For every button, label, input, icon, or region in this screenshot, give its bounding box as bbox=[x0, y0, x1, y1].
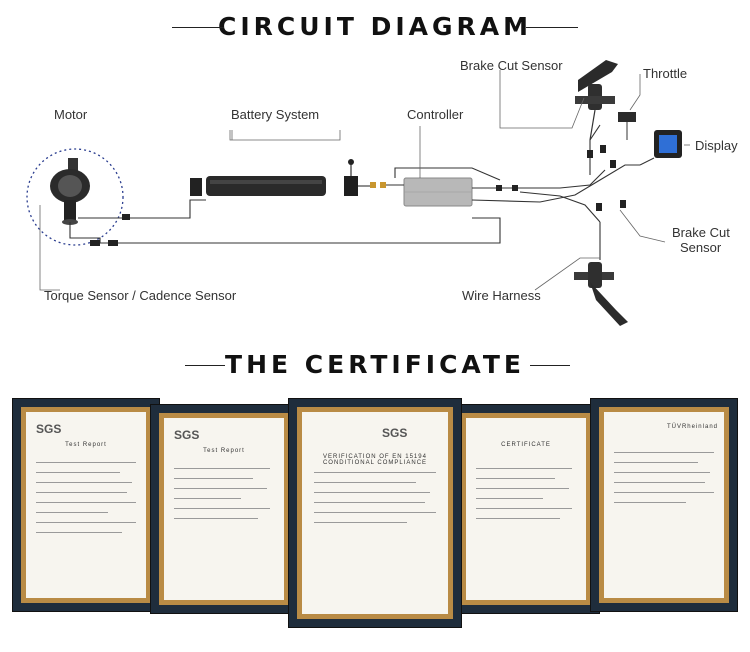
label-brake-cut-sensor-top: Brake Cut Sensor bbox=[460, 58, 563, 73]
certificate-frame-1: SGS Test Report bbox=[12, 398, 160, 612]
certificate-heading: THE CERTIFICATE bbox=[0, 350, 750, 379]
label-battery-system: Battery System bbox=[231, 107, 320, 122]
certificate-logo: SGS bbox=[174, 428, 200, 442]
motor-highlight-circle bbox=[26, 148, 124, 246]
connector bbox=[370, 182, 376, 188]
certificate-frame-2: SGS Test Report bbox=[150, 404, 298, 614]
label-display: Display bbox=[695, 138, 738, 153]
heading-rule-right bbox=[530, 364, 570, 366]
battery-icon bbox=[190, 159, 358, 196]
plug-connectors bbox=[90, 145, 626, 246]
circuit-heading-text: CIRCUIT DIAGRAM bbox=[217, 12, 532, 41]
certificate-frame-4: CERTIFICATE bbox=[452, 404, 600, 614]
brake-lever-top-icon bbox=[575, 60, 618, 141]
certificate-title: TÜVRheinland bbox=[666, 424, 718, 430]
certificate-title: CERTIFICATE bbox=[501, 442, 551, 448]
label-brake-cut-sensor-bottom-2: Sensor bbox=[680, 240, 722, 255]
label-brake-cut-sensor-bottom-1: Brake Cut bbox=[672, 225, 730, 240]
display-icon bbox=[639, 130, 682, 166]
heading-rule-left bbox=[185, 364, 225, 366]
certificate-frame-5: TÜVRheinland bbox=[590, 398, 738, 612]
label-wire-harness: Wire Harness bbox=[462, 288, 541, 303]
throttle-icon bbox=[618, 112, 636, 122]
label-controller: Controller bbox=[407, 107, 464, 122]
motor-icon bbox=[50, 158, 90, 225]
connector bbox=[380, 182, 386, 188]
certificate-logo: SGS bbox=[382, 426, 408, 440]
certificate-frame-3: SGS VERIFICATION OF EN 15194 CONDITIONAL… bbox=[288, 398, 462, 628]
heading-rule-right bbox=[526, 26, 578, 28]
circuit-diagram bbox=[26, 60, 690, 326]
wire-harness bbox=[69, 124, 640, 260]
label-throttle: Throttle bbox=[643, 66, 688, 81]
certificate-title: VERIFICATION OF EN 15194 CONDITIONAL COM… bbox=[322, 454, 428, 466]
certificate-title: Test Report bbox=[65, 442, 107, 448]
certificate-logo: SGS bbox=[36, 422, 62, 436]
brake-lever-bottom-icon bbox=[574, 262, 628, 326]
label-torque-cadence-sensor: Torque Sensor / Cadence Sensor bbox=[44, 288, 237, 303]
circuit-heading: CIRCUIT DIAGRAM bbox=[0, 12, 750, 41]
certificate-heading-text: THE CERTIFICATE bbox=[225, 350, 525, 379]
heading-rule-left bbox=[172, 26, 224, 28]
leader-lines bbox=[39, 70, 690, 291]
certificate-title: Test Report bbox=[203, 448, 245, 454]
label-motor: Motor bbox=[54, 107, 88, 122]
